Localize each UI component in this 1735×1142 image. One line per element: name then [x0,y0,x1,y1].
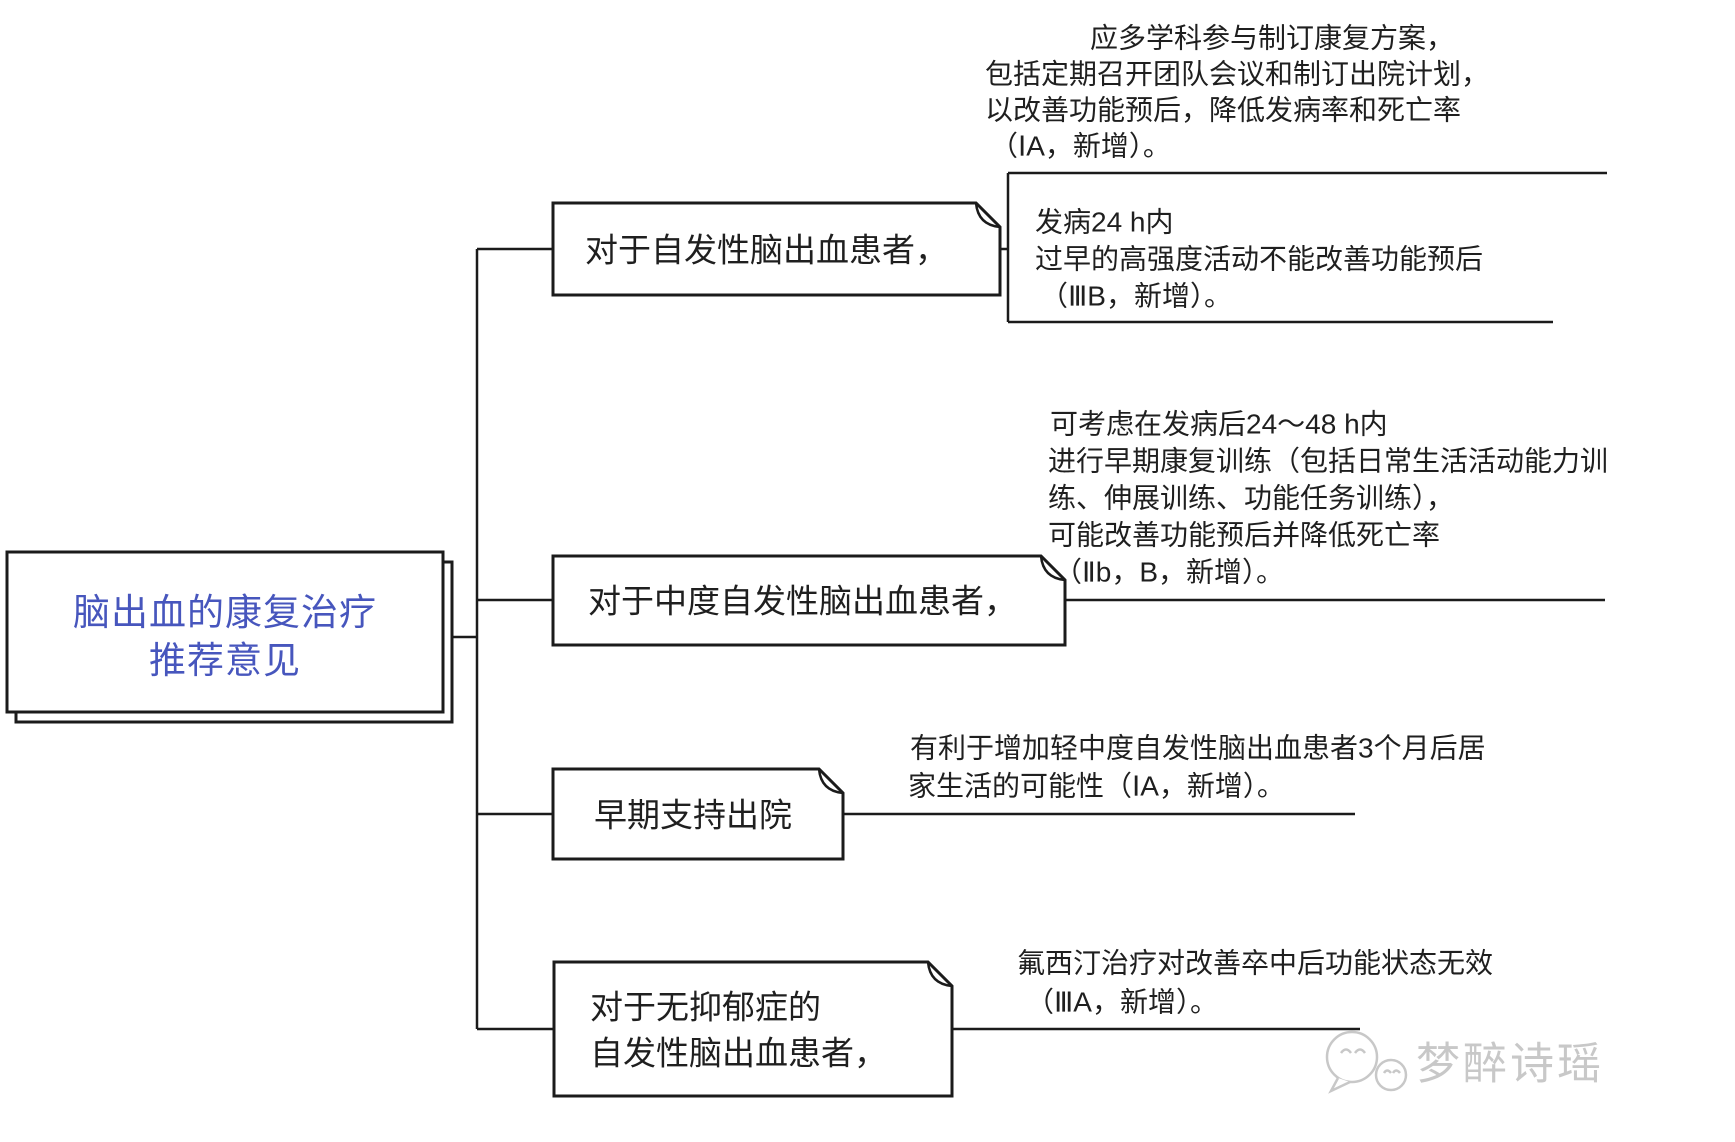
annotation-c-line2: 进行早期康复训练（包括日常生活活动能力训 [1048,445,1609,477]
watermark-chat-bubbles-icon [1325,1030,1408,1094]
node3-shape [551,767,845,861]
annotation-d-line1: 有利于增加轻中度自发性脑出血患者3个月后居 [910,732,1486,764]
annotation-b-line2: 过早的高强度活动不能改善功能预后 [1035,243,1484,275]
annotation-a-line2: 包括定期召开团队会议和制订出院计划， [985,58,1490,90]
root-box [5,550,445,714]
annotation-d-line2: 家生活的可能性（ⅠA，新增）。 [908,770,1285,802]
root-title-line1: 脑出血的康复治疗 [73,591,377,633]
annotation-b-line3: （ⅢB，新增）。 [1040,280,1232,312]
node3-label: 早期支持出院 [594,796,792,834]
annotation-c-line5: （Ⅱb，B，新增）。 [1054,556,1285,588]
node3-fold-icon [817,768,844,795]
annotation-c-line4: 可能改善功能预后并降低死亡率 [1048,519,1441,551]
annotation-a-line1: 应多学科参与制订康复方案， [1090,22,1455,54]
watermark-text: 梦醉诗瑶 [1416,1039,1604,1089]
node4-label-line1: 对于无抑郁症的 [590,988,821,1026]
node4-fold-icon [926,961,953,988]
node1-shape [551,201,1002,297]
annotation-c-line1: 可考虑在发病后24～48 h内 [1050,408,1388,440]
node2-fold-icon [1039,555,1066,582]
annotation-e-line1: 氟西汀治疗对改善卒中后功能状态无效 [1017,947,1494,979]
node4-shape [552,960,954,1098]
node2-label: 对于中度自发性脑出血患者， [588,582,1017,620]
node2-shape [551,554,1067,647]
node4-label-line2: 自发性脑出血患者， [590,1034,887,1072]
annotation-c-line3: 练、伸展训练、功能任务训练）， [1048,482,1455,514]
annotation-b-line1: 发病24 h内 [1035,206,1174,238]
node1-label: 对于自发性脑出血患者， [585,231,948,269]
root-title-line2: 推荐意见 [149,639,301,681]
annotation-a-line4: （ⅠA，新增）。 [990,130,1171,162]
annotation-a-line3: 以改善功能预后，降低发病率和死亡率 [985,94,1462,126]
annotation-e-line2: （ⅢA，新增）。 [1026,986,1218,1018]
node1-fold-icon [974,202,1001,229]
